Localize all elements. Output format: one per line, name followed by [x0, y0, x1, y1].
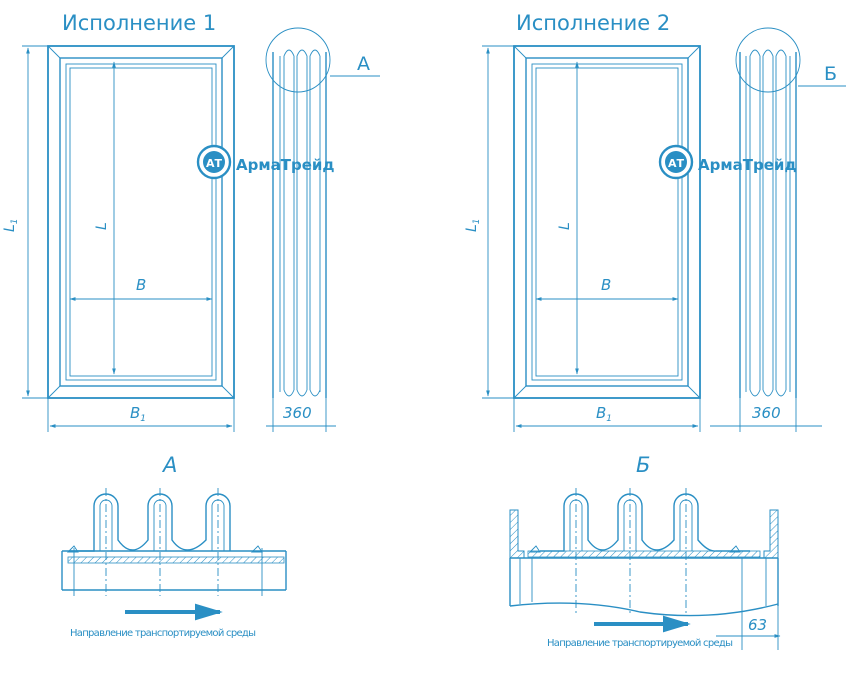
variant2-logo-text: АрмаТрейд — [698, 156, 797, 174]
variant2-dim-63: 63 — [748, 616, 767, 634]
variant1-angle: 360 — [283, 404, 312, 422]
variant1-front-view — [47, 45, 235, 399]
variant1-detail: A Направление транспортируемой среды — [61, 453, 287, 639]
variant2-side-view: Б 360 — [710, 27, 846, 432]
variant2-dim-L: L — [557, 222, 573, 230]
variant2-callout: Б — [824, 63, 837, 85]
variant1-logo-text: АрмаТрейд — [236, 156, 335, 174]
variant2-angle: 360 — [752, 404, 781, 422]
variant1-logo: АТ АрмаТрейд — [196, 144, 335, 180]
variant1-callout: A — [357, 53, 370, 75]
variant1-side-view: A 360 — [265, 27, 380, 432]
variant1-dim-L: L — [94, 222, 110, 230]
svg-text:АТ: АТ — [668, 157, 685, 170]
variant2-dim-B: B — [601, 276, 611, 294]
variant1-flow-text: Направление транспортируемой среды — [70, 628, 256, 639]
variant2-detail: Б Направление транспортируемой среды — [509, 453, 781, 650]
variant2-title: Исполнение 2 — [516, 11, 670, 35]
variant1-group: Исполнение 1 L1 L B B1 — [2, 11, 380, 639]
variant2-dim-B1: B1 — [596, 404, 612, 424]
variant2-detail-label: Б — [636, 453, 650, 477]
variant2-dim-L1: L1 — [464, 218, 482, 232]
variant2-front-view — [513, 45, 701, 399]
variant1-title: Исполнение 1 — [62, 11, 216, 35]
variant2-flow-text: Направление транспортируемой среды — [547, 638, 733, 649]
variant1-dim-B1: B1 — [130, 404, 146, 424]
variant1-dim-B: B — [136, 276, 146, 294]
variant2-group: Исполнение 2 L1 L B B1 — [464, 11, 846, 650]
variant2-logo: АТ АрмаТрейд — [658, 144, 797, 180]
variant1-detail-label: A — [161, 453, 177, 477]
svg-text:АТ: АТ — [206, 157, 223, 170]
variant1-dim-L1: L1 — [2, 218, 20, 232]
